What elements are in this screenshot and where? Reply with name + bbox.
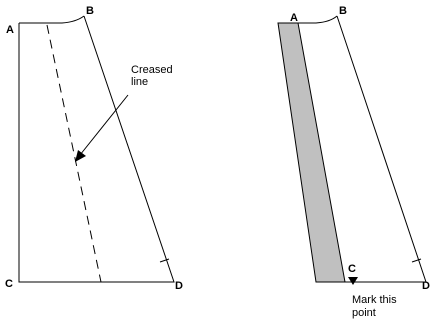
right-point-b-label: B <box>339 5 347 17</box>
creased-line-label-line1: Creased <box>131 64 173 76</box>
mark-point-triangle <box>348 277 358 285</box>
mark-point-label-line1: Mark this <box>352 294 397 306</box>
left-point-a-label: A <box>6 24 14 36</box>
folded-strip <box>277 22 346 283</box>
left-point-d-label: D <box>175 280 183 292</box>
left-point-b-label: B <box>86 5 94 17</box>
right-point-a-label: A <box>290 12 298 24</box>
right-panel-outline <box>336 15 427 283</box>
creased-line-label-line2: line <box>131 76 148 88</box>
creased-dashed-line <box>46 24 102 283</box>
left-figure: A B C D Creased line <box>5 5 183 292</box>
right-figure: A B C D Mark this point <box>277 5 430 319</box>
mark-point-label-line2: point <box>352 307 376 319</box>
left-tick-mark <box>159 258 170 263</box>
left-point-c-label: C <box>5 278 13 290</box>
left-top-curve <box>19 15 85 24</box>
left-panel-outline <box>18 15 175 283</box>
right-point-d-label: D <box>422 280 430 292</box>
right-tick-mark <box>411 258 422 263</box>
crease-pointer-arrow <box>79 94 129 156</box>
crease-arrow-head <box>75 150 86 162</box>
right-top-curve <box>298 15 338 24</box>
right-point-c-label: C <box>348 263 356 275</box>
